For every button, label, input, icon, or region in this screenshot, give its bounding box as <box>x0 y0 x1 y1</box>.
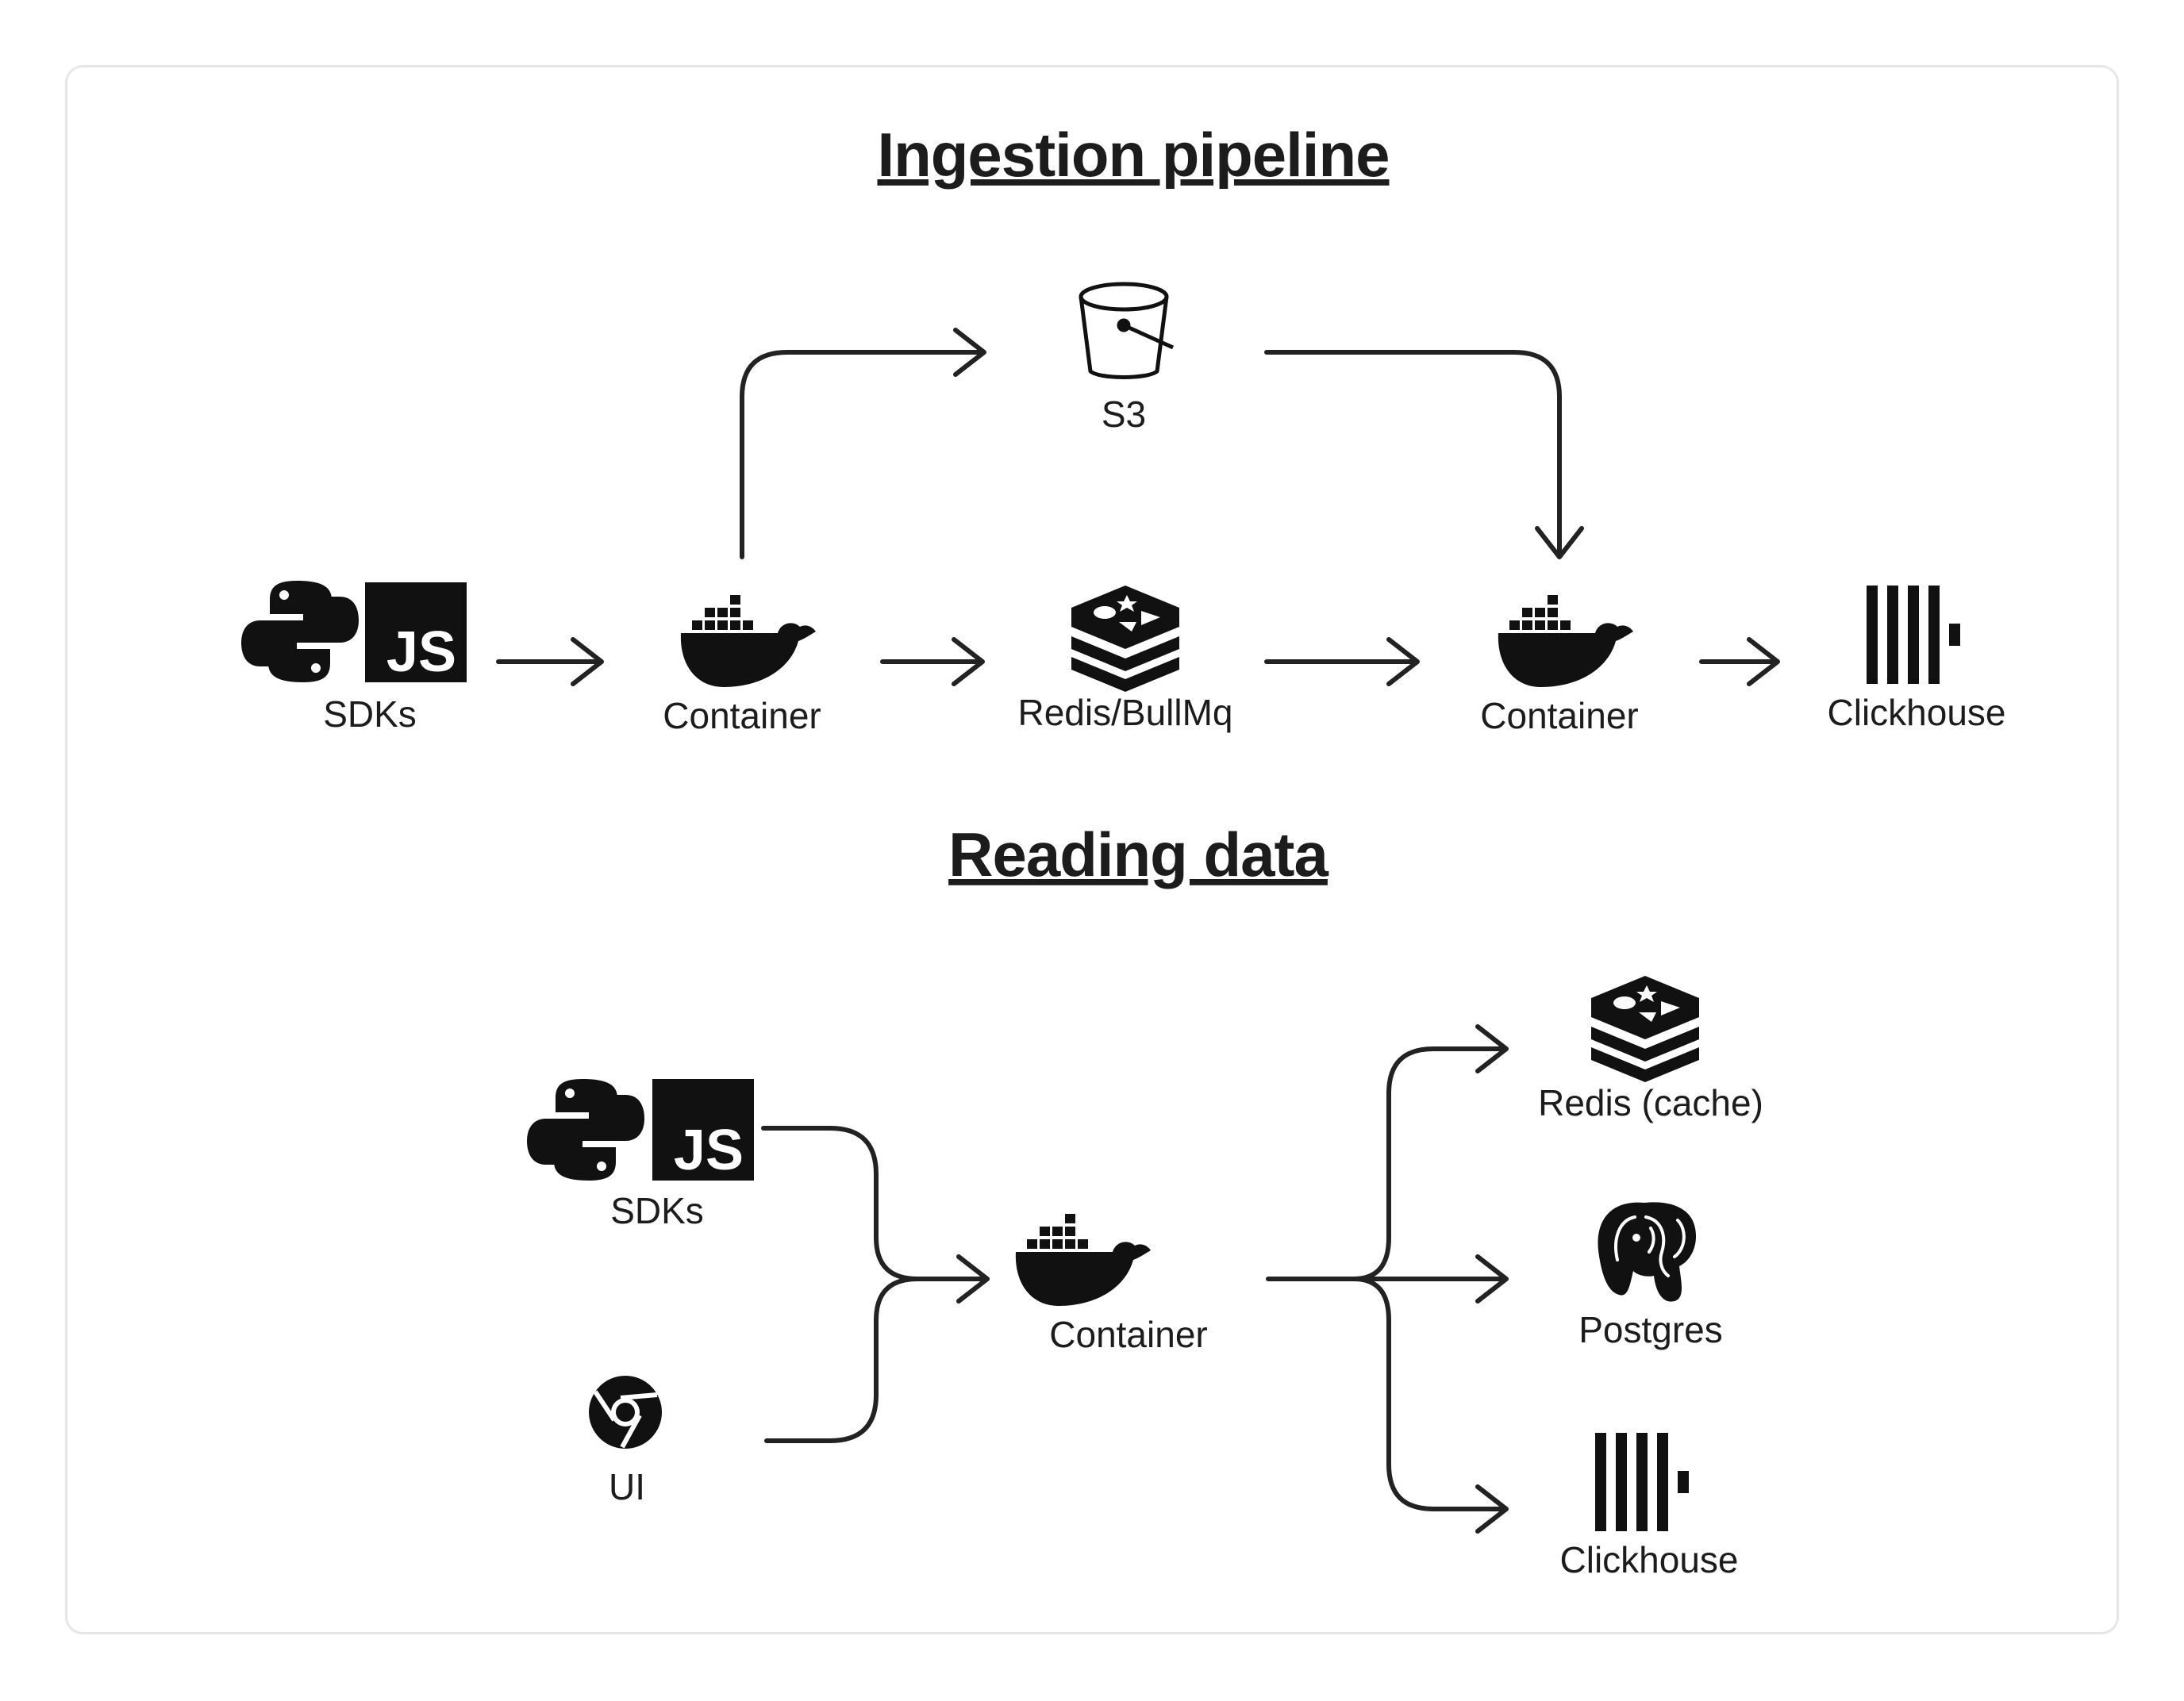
bucket-icon <box>1081 284 1173 378</box>
read-redis-label: Redis (cache) <box>1538 1082 1763 1123</box>
ingest-redis-node: Redis/BullMq <box>1018 586 1233 733</box>
python-icon <box>241 581 359 682</box>
ingestion-title: Ingestion pipeline <box>877 120 1389 190</box>
ingest-arrows <box>496 328 1780 686</box>
read-clickhouse-label: Clickhouse <box>1560 1539 1739 1580</box>
read-arrows <box>761 1024 1509 1534</box>
ingest-container-out-node: Container <box>1480 595 1639 736</box>
js-badge-text: JS <box>674 1119 744 1182</box>
arrow-sdks-to-container <box>761 1126 990 1281</box>
read-sdks-node: JS SDKs <box>527 1079 754 1231</box>
arrow-container-to-redis <box>1352 1024 1509 1281</box>
arrow-container-to-clickhouse <box>1699 637 1780 686</box>
arrowhead-into-container <box>956 1254 990 1304</box>
ingest-container-in-node: Container <box>663 595 821 736</box>
arrow-container-to-postgres <box>1266 1254 1509 1304</box>
arrow-container-to-redis <box>880 637 985 686</box>
diagram-card <box>65 65 2119 1634</box>
ingest-s3-label: S3 <box>1102 394 1146 435</box>
read-redis-node: Redis (cache) <box>1538 976 1763 1123</box>
arrow-redis-to-container <box>1264 637 1420 686</box>
javascript-icon: JS <box>652 1079 754 1182</box>
arrow-ui-to-container <box>764 1277 920 1443</box>
ingest-container-in-label: Container <box>663 695 821 736</box>
ingest-sdks-node: JS SDKs <box>241 581 467 735</box>
read-postgres-label: Postgres <box>1578 1309 1723 1350</box>
read-clickhouse-node: Clickhouse <box>1560 1433 1739 1580</box>
chrome-icon <box>589 1376 662 1449</box>
javascript-icon: JS <box>365 582 467 684</box>
clickhouse-icon <box>1595 1433 1689 1531</box>
ingest-sdks-label: SDKs <box>323 693 417 735</box>
reading-title: Reading data <box>948 820 1328 889</box>
docker-icon <box>680 595 816 687</box>
read-container-node: Container <box>1015 1214 1208 1355</box>
ingest-container-out-label: Container <box>1480 695 1638 736</box>
ingest-s3-node: S3 <box>1081 284 1173 435</box>
arrow-s3-to-container <box>1264 350 1584 559</box>
read-container-label: Container <box>1049 1314 1207 1355</box>
clickhouse-icon <box>1867 586 1960 684</box>
read-ui-node: UI <box>589 1376 662 1507</box>
ingest-clickhouse-label: Clickhouse <box>1828 692 2006 733</box>
arrow-container-to-s3 <box>740 328 986 559</box>
ingest-clickhouse-node: Clickhouse <box>1828 586 2006 733</box>
docker-icon <box>1015 1214 1151 1306</box>
read-sdks-label: SDKs <box>610 1190 704 1231</box>
arrow-sdks-to-container <box>496 637 604 686</box>
js-badge-text: JS <box>386 620 456 684</box>
read-ui-label: UI <box>609 1466 645 1507</box>
python-icon <box>527 1079 644 1181</box>
read-postgres-node: Postgres <box>1578 1200 1723 1350</box>
arrow-container-to-clickhouse <box>1352 1277 1509 1534</box>
docker-icon <box>1498 595 1633 687</box>
redis-icon <box>1071 586 1179 692</box>
postgres-elephant-icon <box>1596 1200 1698 1304</box>
ingest-redis-label: Redis/BullMq <box>1018 692 1233 733</box>
redis-icon <box>1591 976 1699 1082</box>
